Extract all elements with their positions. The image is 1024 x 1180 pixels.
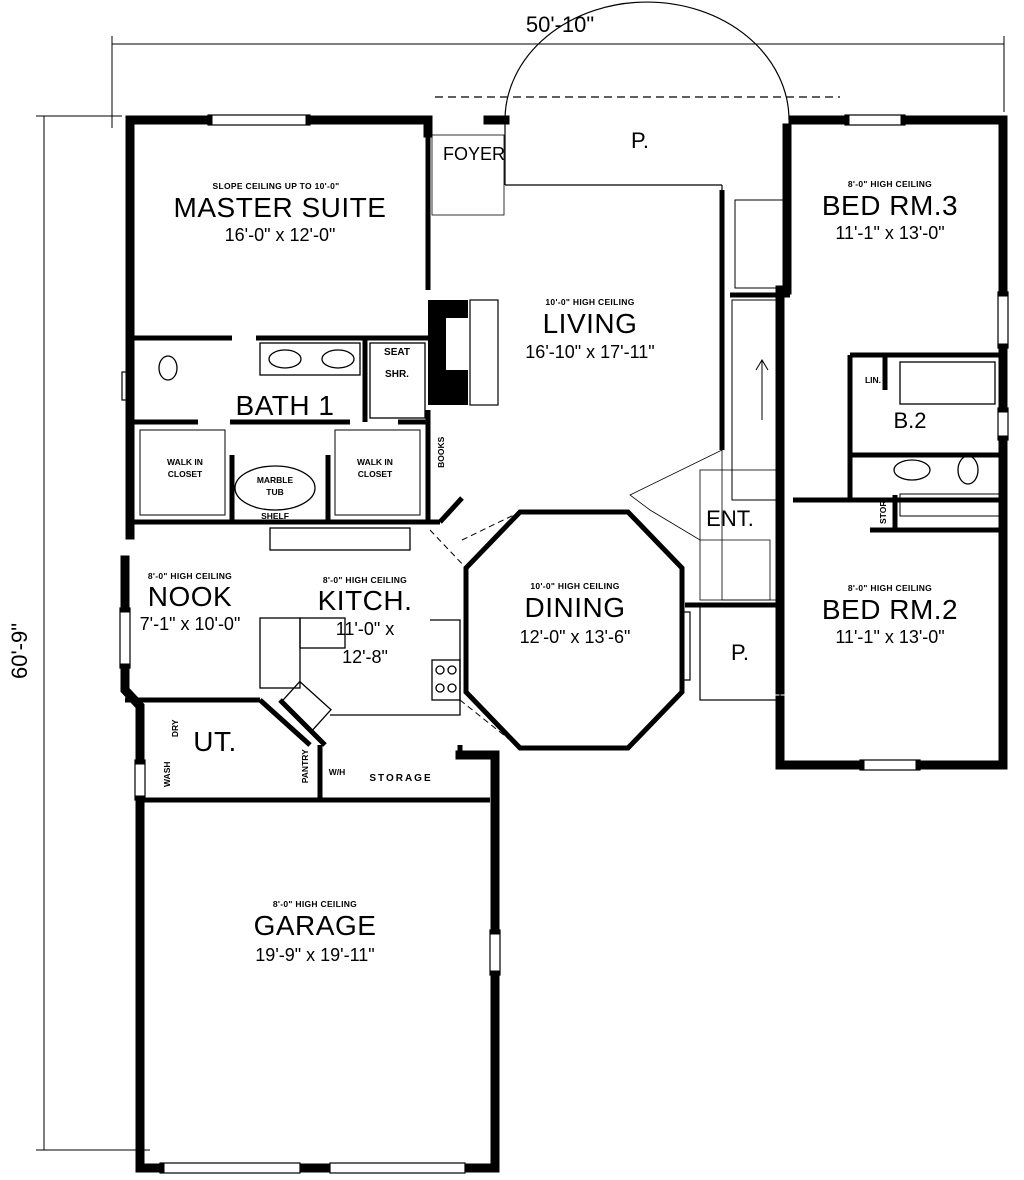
water-heater-label: W/H — [328, 767, 346, 777]
dining-ceiling-note: 10'-0" HIGH CEILING — [530, 581, 620, 591]
dining-size: 12'-0" x 13'-6" — [519, 627, 631, 647]
bed3-name: BED RM.3 — [821, 190, 959, 221]
nook-ceiling-note: 8'-0" HIGH CEILING — [147, 571, 233, 581]
shower-label: SHR. — [385, 369, 409, 380]
tile-floors — [431, 134, 781, 601]
washer-label: WASH — [161, 761, 172, 788]
master-ceiling-note: SLOPE CEILING UP TO 10'-0" — [212, 181, 340, 191]
seat-label: SEAT — [384, 347, 410, 358]
bed2-name: BED RM.2 — [821, 594, 959, 625]
bed3-size: 11'-1" x 13'-0" — [835, 223, 945, 243]
fireplace — [428, 299, 499, 406]
bath2-label: B.2 — [893, 408, 927, 433]
bed2-ceiling-note: 8'-0" HIGH CEILING — [847, 583, 933, 593]
marble-tub-line2: TUB — [266, 487, 284, 497]
stairs — [731, 299, 778, 501]
garage-size: 19'-9" x 19'-11" — [255, 945, 375, 965]
living-size: 16'-10" x 17'-11" — [525, 342, 655, 362]
exterior-walls — [120, 115, 1008, 1173]
front-porch — [435, 1, 840, 701]
entry-label: ENT. — [706, 506, 754, 531]
master-suite-size: 16'-0" x 12'-0" — [224, 225, 336, 245]
pantry-label: PANTRY — [299, 749, 310, 784]
dining-name: DINING — [524, 592, 626, 623]
windows — [119, 114, 1009, 1174]
bath1-label: BATH 1 — [235, 390, 335, 421]
dashed-openings — [429, 511, 521, 749]
walk-in-closet-right-line2: CLOSET — [357, 469, 393, 479]
side-porch-label: P. — [731, 640, 749, 665]
bed3-ceiling-note: 8'-0" HIGH CEILING — [847, 179, 933, 189]
kitchen-size-line1: 11'-0" x — [335, 619, 395, 639]
shelf-label: SHELF — [261, 511, 289, 521]
dining-window-right — [682, 611, 691, 681]
nook-size: 7'-1" x 10'-0" — [139, 614, 241, 634]
storage-label: STORAGE — [369, 773, 433, 784]
walk-in-closet-left-line2: CLOSET — [167, 469, 203, 479]
overall-width-label: 50'-10" — [525, 12, 595, 37]
marble-tub-line1: MARBLE — [256, 475, 294, 485]
utility-label: UT. — [193, 726, 237, 757]
overall-depth-label: 60'-9" — [7, 622, 32, 680]
interior-walls — [125, 133, 1003, 803]
dimension-lines — [36, 36, 1005, 1151]
walk-in-closet-right-line1: WALK IN — [357, 457, 393, 467]
kitchen-size-line2: 12'-8" — [342, 647, 388, 667]
garage-ceiling-note: 8'-0" HIGH CEILING — [272, 899, 358, 909]
bed2-size: 11'-1" x 13'-0" — [835, 627, 945, 647]
kitchen-ceiling-note: 8'-0" HIGH CEILING — [322, 575, 408, 585]
garage-name: GARAGE — [253, 910, 377, 941]
dining-octagon — [463, 509, 685, 751]
kitchen-counters — [259, 527, 461, 732]
books-label: BOOKS — [435, 436, 446, 468]
dryer-label: DRY — [169, 719, 180, 738]
master-suite-name: MASTER SUITE — [173, 192, 387, 223]
front-porch-label: P. — [631, 128, 649, 153]
linen-label: LIN. — [864, 375, 882, 385]
nook-name: NOOK — [147, 581, 233, 612]
walk-in-closet-left-line1: WALK IN — [167, 457, 203, 467]
storage-closet-label: STOR — [877, 500, 888, 524]
kitchen-name: KITCH. — [317, 585, 413, 616]
living-name: LIVING — [542, 308, 638, 339]
living-ceiling-note: 10'-0" HIGH CEILING — [545, 297, 635, 307]
closet-shelves — [139, 199, 1001, 517]
bath-fixtures — [158, 342, 996, 511]
foyer-label: FOYER — [442, 144, 505, 164]
